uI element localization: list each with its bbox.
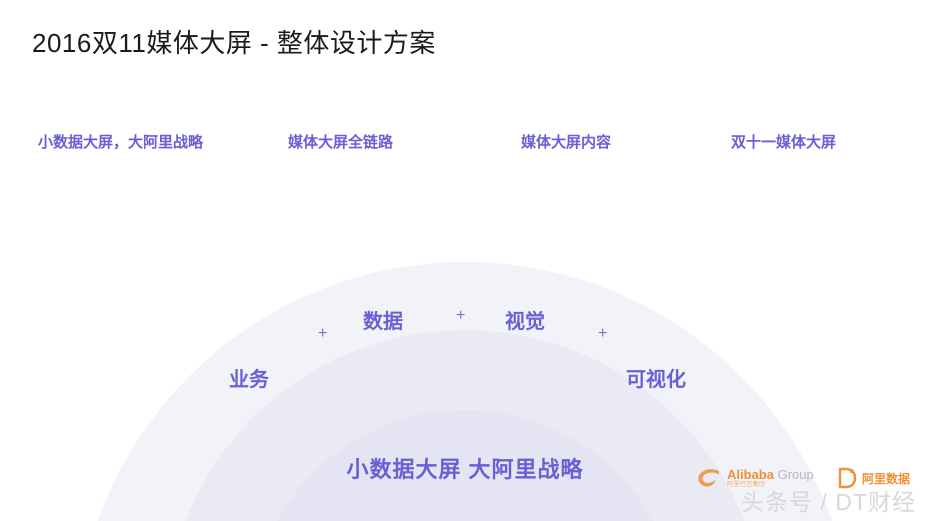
formula-term-business: 业务 [229,369,269,391]
formula-plus-icon-2: + [456,307,466,324]
alibaba-name-en-text: Alibaba [727,467,774,482]
formula-term-visualization: 可视化 [626,369,686,391]
formula-plus-icon-3: + [598,325,608,342]
agenda-nav: 小数据大屏，大阿里战略 媒体大屏全链路 媒体大屏内容 双十一媒体大屏 [0,131,930,155]
formula-term-data: 数据 [363,311,403,333]
alidata-logo: 阿里数据 [837,465,910,491]
alibaba-wordmark: Alibaba Group 阿里巴巴集团 [727,468,814,488]
watermark-text: 头条号 / DT财经 [741,489,916,515]
alibaba-swirl-icon [698,469,719,487]
nav-item-double-eleven-media-screen[interactable]: 双十一媒体大屏 [731,134,837,151]
alibaba-name-cn: 阿里巴巴集团 [727,482,766,488]
formula-plus-icon-1: + [318,325,328,342]
page-title: 2016双11媒体大屏 - 整体设计方案 [32,28,436,58]
alidata-name-cn: 阿里数据 [862,471,911,486]
alidata-d-icon [838,467,857,489]
nav-item-small-data-screen[interactable]: 小数据大屏，大阿里战略 [38,134,204,151]
nav-item-media-screen-chain[interactable]: 媒体大屏全链路 [288,134,394,151]
alibaba-group-en-text: Group [777,467,814,482]
formula-term-visual: 视觉 [505,311,545,333]
alibaba-name-en: Alibaba Group [727,468,814,481]
arc-middle-ring [165,330,765,521]
alibaba-group-logo: Alibaba Group 阿里巴巴集团 [697,463,814,493]
brand-logo-bar: Alibaba Group 阿里巴巴集团 阿里数据 [697,463,923,493]
nav-item-media-screen-content[interactable]: 媒体大屏内容 [521,134,612,151]
core-statement: 小数据大屏 大阿里战略 [346,457,584,482]
